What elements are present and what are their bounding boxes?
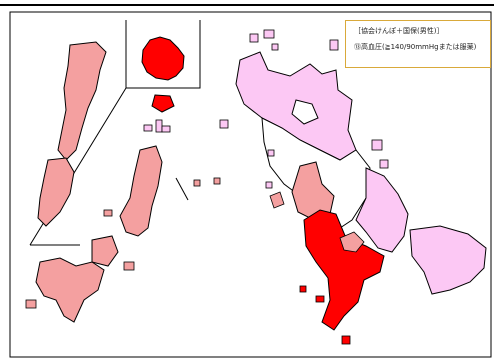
map-line: [175, 177, 189, 201]
map-region-inset-island-south[interactable]: [151, 94, 175, 113]
map-region-central-island-group[interactable]: [91, 145, 221, 271]
map-region-northern-island-chain[interactable]: [37, 41, 107, 227]
map-region-mainland-east-coast[interactable]: [339, 231, 365, 253]
map-region-inset-island-north[interactable]: [141, 36, 185, 81]
legend-subtitle: ⑬高血圧(≧140/90mmHgまたは服薬): [354, 43, 477, 51]
inset-frame-lines: [125, 20, 201, 89]
map-region-small-islands-center[interactable]: [143, 119, 171, 133]
legend-box: ［協会けんぽ＋国保(男性)］ ⑬高血圧(≧140/90mmHgまたは服薬): [345, 20, 491, 68]
map-region-mainland-southern-peninsula[interactable]: [299, 209, 385, 345]
outer-frame: [9, 11, 492, 358]
legend-title: ［協会けんぽ＋国保(男性)］: [354, 27, 444, 35]
map-region[interactable]: [219, 29, 339, 189]
map-region-mainland-southeast[interactable]: [355, 139, 487, 295]
map-region-western-island-group[interactable]: [25, 257, 105, 323]
